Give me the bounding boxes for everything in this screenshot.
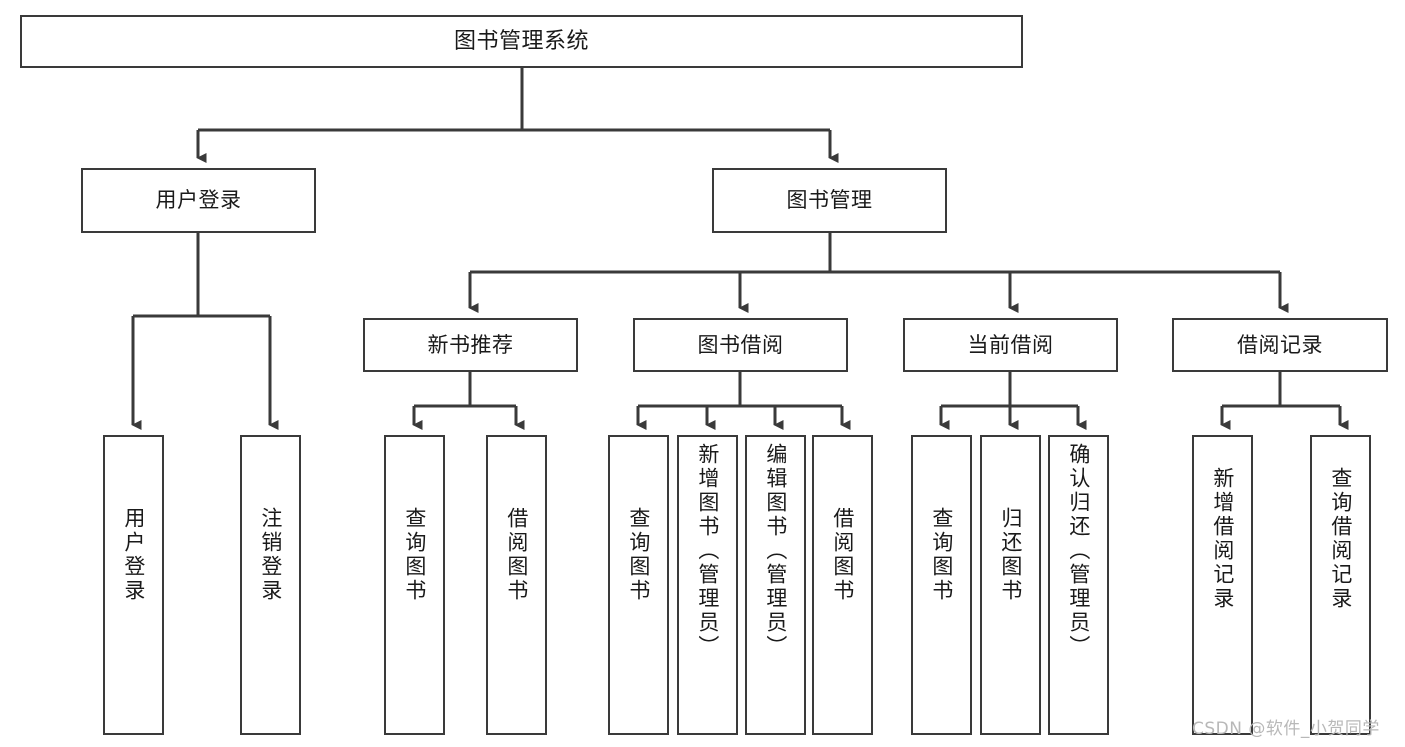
- node-book-manage[interactable]: 图书管理: [712, 168, 947, 233]
- leaf-label: 确认归还（管理员）: [1066, 443, 1091, 659]
- node-user-login[interactable]: 用户登录: [81, 168, 316, 233]
- node-current-borrow[interactable]: 当前借阅: [903, 318, 1118, 372]
- leaf-record-query[interactable]: 查询借阅记录: [1310, 435, 1371, 735]
- node-user-login-label: 用户登录: [155, 188, 242, 213]
- leaf-user-login-logout[interactable]: 注销登录: [240, 435, 301, 735]
- leaf-label: 查询借阅记录: [1328, 467, 1353, 611]
- leaf-borrow-borrow-book[interactable]: 借阅图书: [812, 435, 873, 735]
- leaf-record-add[interactable]: 新增借阅记录: [1192, 435, 1253, 735]
- leaf-label: 查询图书: [929, 507, 954, 603]
- leaf-label: 查询图书: [402, 507, 427, 603]
- node-book-manage-label: 图书管理: [786, 188, 873, 213]
- node-borrow-record-label: 借阅记录: [1237, 332, 1323, 357]
- leaf-label: 查询图书: [626, 507, 651, 603]
- leaf-label: 注销登录: [258, 507, 283, 603]
- node-current-borrow-label: 当前借阅: [967, 332, 1054, 357]
- node-new-book-recommend[interactable]: 新书推荐: [363, 318, 578, 372]
- leaf-label: 借阅图书: [830, 507, 855, 603]
- leaf-borrow-add-book[interactable]: 新增图书（管理员）: [677, 435, 738, 735]
- node-root[interactable]: 图书管理系统: [20, 15, 1023, 68]
- node-borrow-record[interactable]: 借阅记录: [1172, 318, 1388, 372]
- leaf-user-login-login[interactable]: 用户登录: [103, 435, 164, 735]
- leaf-label: 借阅图书: [504, 507, 529, 603]
- node-book-borrow-label: 图书借阅: [697, 332, 784, 357]
- leaf-label: 编辑图书（管理员）: [763, 443, 788, 659]
- leaf-label: 归还图书: [998, 507, 1023, 603]
- leaf-borrow-edit-book[interactable]: 编辑图书（管理员）: [745, 435, 806, 735]
- leaf-label: 新增借阅记录: [1210, 467, 1235, 611]
- node-new-book-recommend-label: 新书推荐: [427, 332, 514, 357]
- leaf-current-confirm-return[interactable]: 确认归还（管理员）: [1048, 435, 1109, 735]
- leaf-new-book-query[interactable]: 查询图书: [384, 435, 445, 735]
- leaf-current-query-book[interactable]: 查询图书: [911, 435, 972, 735]
- csdn-watermark: CSDN @软件_小贺同学: [1192, 719, 1380, 739]
- leaf-new-book-borrow[interactable]: 借阅图书: [486, 435, 547, 735]
- leaf-label: 用户登录: [121, 507, 146, 603]
- leaf-current-return-book[interactable]: 归还图书: [980, 435, 1041, 735]
- node-book-borrow[interactable]: 图书借阅: [633, 318, 848, 372]
- leaf-label: 新增图书（管理员）: [695, 443, 720, 659]
- node-root-label: 图书管理系统: [453, 28, 589, 54]
- leaf-borrow-query-book[interactable]: 查询图书: [608, 435, 669, 735]
